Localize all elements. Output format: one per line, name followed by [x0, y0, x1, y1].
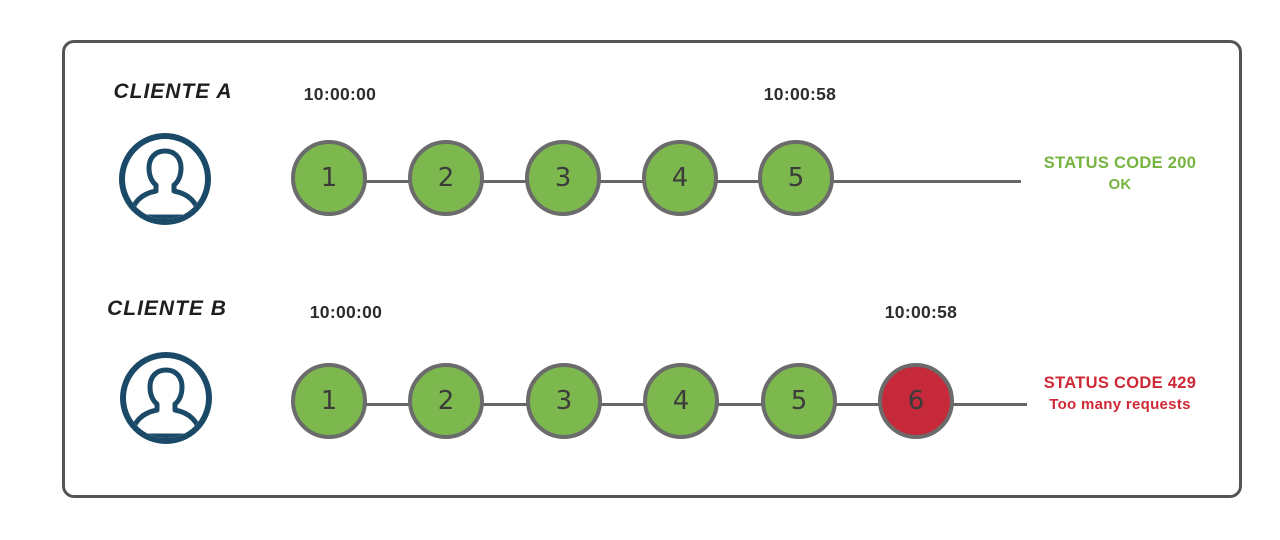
- status-message-text: OK: [1108, 176, 1132, 193]
- request-circle: 1: [291, 140, 367, 216]
- request-circle: 3: [526, 363, 602, 439]
- end-timestamp: 10:00:58: [763, 84, 837, 104]
- user-icon: [117, 131, 213, 227]
- end-timestamp: 10:00:58: [884, 302, 958, 322]
- request-circle: 4: [642, 140, 718, 216]
- start-timestamp: 10:00:00: [303, 84, 377, 104]
- diagram-frame: [62, 40, 1242, 498]
- client-b-label: CLIENTE B: [107, 297, 227, 320]
- client-a-label: CLIENTE A: [113, 80, 233, 103]
- status-code-text: STATUS CODE 200: [1043, 154, 1197, 172]
- request-circle: 5: [758, 140, 834, 216]
- status-message-text: Too many requests: [1049, 396, 1191, 413]
- status-label: STATUS CODE 429 Too many requests: [1025, 373, 1215, 415]
- status-code-text: STATUS CODE 429: [1043, 374, 1197, 392]
- request-circle: 4: [643, 363, 719, 439]
- request-circle-blocked: 6: [878, 363, 954, 439]
- request-circle: 1: [291, 363, 367, 439]
- request-circle: 5: [761, 363, 837, 439]
- request-circle: 2: [408, 140, 484, 216]
- request-circle: 2: [408, 363, 484, 439]
- request-circle: 3: [525, 140, 601, 216]
- user-icon: [118, 350, 214, 446]
- status-label: STATUS CODE 200 OK: [1025, 153, 1215, 195]
- start-timestamp: 10:00:00: [309, 302, 383, 322]
